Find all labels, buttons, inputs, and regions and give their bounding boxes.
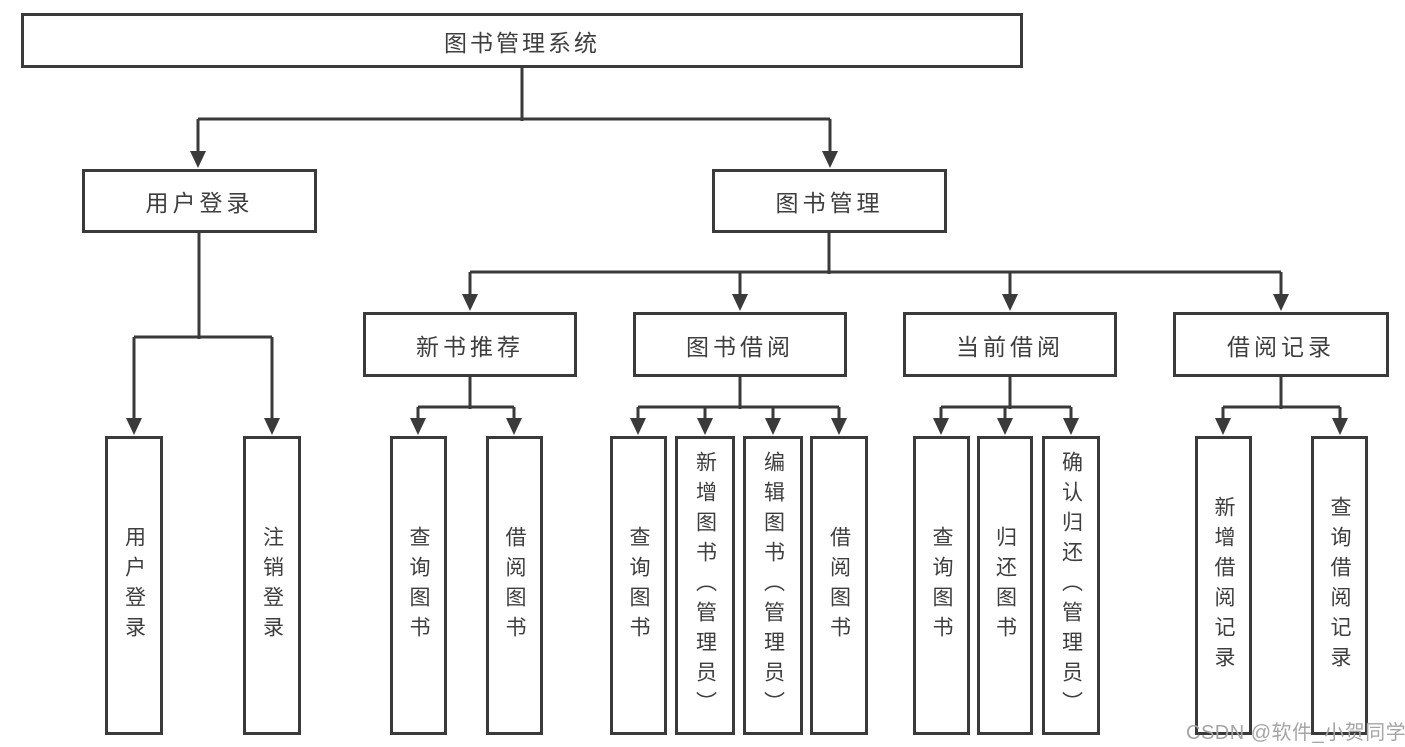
leaf-add-borrow-record: 新增借阅记录 (1195, 436, 1252, 735)
csdn-watermark: CSDN @软件_小贺同学 (1186, 722, 1405, 744)
leaf-user-login: 用户登录 (105, 436, 163, 735)
node-current-borrowing: 当前借阅 (903, 312, 1117, 377)
leaf-label: 查询借阅记录 (1328, 495, 1351, 676)
leaf-edit-books-admin: 编辑图书（管理员） (743, 436, 803, 735)
node-label: 用户登录 (145, 190, 254, 216)
leaf-label: 借阅图书 (503, 525, 526, 646)
leaf-label: 新增借阅记录 (1212, 495, 1235, 676)
leaf-borrow-books: 借阅图书 (810, 436, 868, 735)
node-library-management-system: 图书管理系统 (21, 13, 1023, 68)
node-user-login: 用户登录 (82, 169, 317, 233)
node-book-management: 图书管理 (712, 169, 947, 233)
leaf-add-books-admin: 新增图书（管理员） (675, 436, 735, 735)
leaf-label: 新增图书（管理员） (693, 450, 717, 721)
leaf-query-borrow-record: 查询借阅记录 (1311, 436, 1368, 735)
node-label: 图书管理 (775, 190, 884, 216)
node-borrowing-records: 借阅记录 (1173, 312, 1389, 377)
leaf-return-books: 归还图书 (977, 436, 1033, 735)
leaf-label: 用户登录 (122, 525, 146, 646)
node-label: 新书推荐 (416, 333, 524, 360)
leaf-confirm-return-admin: 确认归还（管理员） (1042, 436, 1100, 735)
leaf-label: 注销登录 (260, 525, 284, 646)
leaf-label: 查询图书 (930, 525, 953, 646)
leaf-label: 查询图书 (627, 525, 650, 646)
node-book-borrowing: 图书借阅 (633, 312, 847, 377)
leaf-query-books-current: 查询图书 (913, 436, 970, 735)
node-label: 当前借阅 (956, 333, 1064, 360)
node-label: 借阅记录 (1227, 333, 1335, 360)
leaf-borrow-books-recommend: 借阅图书 (486, 436, 543, 735)
leaf-label: 查询图书 (407, 525, 430, 646)
node-label: 图书借阅 (686, 333, 794, 360)
leaf-label: 借阅图书 (827, 525, 851, 646)
node-new-book-recommendation: 新书推荐 (363, 312, 577, 377)
leaf-query-books-borrow: 查询图书 (610, 436, 667, 735)
leaf-label: 归还图书 (993, 525, 1017, 646)
leaf-label: 确认归还（管理员） (1059, 450, 1083, 721)
node-label: 图书管理系统 (444, 29, 600, 56)
leaf-label: 编辑图书（管理员） (761, 450, 785, 721)
leaf-query-books-recommend: 查询图书 (390, 436, 447, 735)
leaf-logout: 注销登录 (243, 436, 301, 735)
